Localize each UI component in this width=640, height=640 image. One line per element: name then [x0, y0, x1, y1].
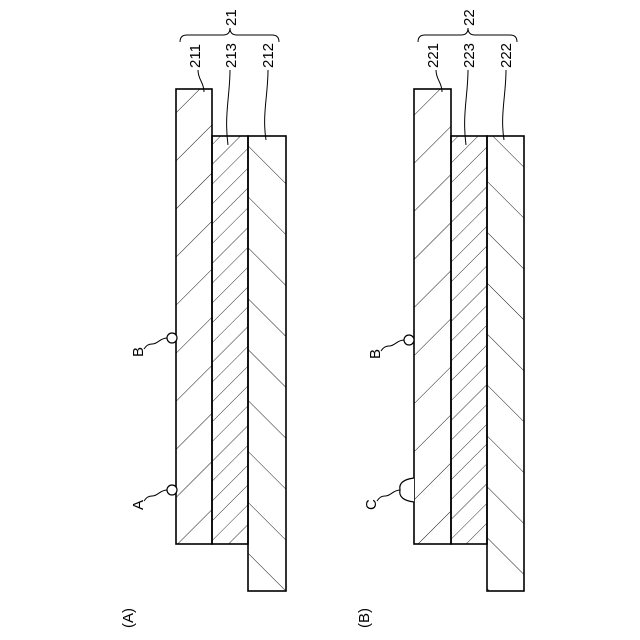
- panel-b: 221 223 222 22 B C (B): [356, 9, 524, 628]
- label-group-21: 21: [223, 9, 240, 26]
- label-marker-b-a: B: [130, 347, 147, 357]
- particle-b-a: [167, 333, 177, 343]
- brace-21: [180, 28, 279, 42]
- label-222: 222: [498, 43, 515, 68]
- leader-212: [265, 70, 268, 140]
- label-marker-a: A: [130, 500, 147, 510]
- layer-222: [487, 136, 524, 591]
- panel-a: 211 213 212 21 B A (A): [120, 9, 286, 628]
- particle-a: [167, 485, 177, 495]
- bump-c: [400, 478, 414, 502]
- layer-212: [248, 136, 286, 591]
- leader-b-a: [144, 338, 167, 349]
- caption-b: (B): [356, 608, 373, 628]
- label-221: 221: [425, 43, 442, 68]
- leader-b-b: [381, 340, 404, 351]
- layer-223: [451, 136, 487, 544]
- label-marker-b-b: B: [367, 349, 384, 359]
- label-group-22: 22: [461, 9, 478, 26]
- label-211: 211: [187, 44, 204, 68]
- leader-222: [503, 70, 506, 140]
- caption-a: (A): [120, 608, 137, 628]
- particle-b-b: [404, 335, 414, 345]
- layer-213: [212, 136, 248, 544]
- label-212: 212: [260, 43, 277, 68]
- leader-a: [144, 490, 167, 501]
- label-marker-c: C: [363, 499, 380, 510]
- leader-213: [227, 70, 230, 145]
- label-223: 223: [461, 43, 478, 68]
- leader-c: [377, 490, 400, 501]
- label-213: 213: [223, 43, 240, 68]
- layer-211: [176, 89, 212, 544]
- leader-223: [465, 70, 468, 145]
- layer-221: [414, 89, 451, 544]
- brace-22: [418, 28, 517, 42]
